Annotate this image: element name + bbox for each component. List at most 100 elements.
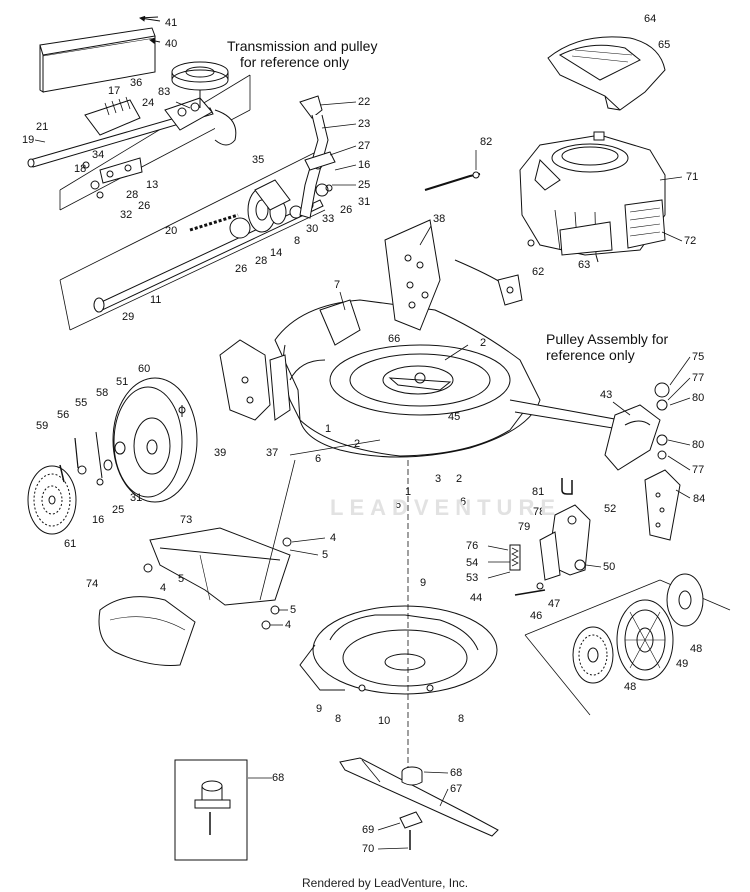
callout-28b: 28 bbox=[255, 255, 267, 267]
callout-74: 74 bbox=[86, 578, 98, 590]
callout-1a: 1 bbox=[325, 423, 331, 435]
callout-73: 73 bbox=[180, 514, 192, 526]
callout-75: 75 bbox=[692, 351, 704, 363]
rear-wheel-51 bbox=[103, 377, 198, 503]
control-bracket bbox=[497, 274, 523, 306]
callout-67: 67 bbox=[450, 783, 462, 795]
callout-27: 27 bbox=[358, 140, 370, 152]
bracket-84 bbox=[644, 469, 681, 541]
trim-strip-40 bbox=[39, 27, 156, 93]
callout-35: 35 bbox=[252, 154, 264, 166]
bolt-62 bbox=[527, 239, 535, 247]
callout-29: 29 bbox=[122, 311, 134, 323]
callout-8c: 8 bbox=[458, 713, 464, 725]
callout-5b: 5 bbox=[178, 573, 184, 585]
callout-6b: 6 bbox=[460, 496, 466, 508]
callout-6c: 6 bbox=[395, 499, 401, 511]
callout-80b: 80 bbox=[692, 439, 704, 451]
callout-83: 83 bbox=[158, 86, 170, 98]
callout-59: 59 bbox=[36, 420, 48, 432]
callout-50: 50 bbox=[603, 561, 615, 573]
callout-84: 84 bbox=[693, 493, 705, 505]
back-plate-38 bbox=[384, 219, 441, 331]
callout-51: 51 bbox=[116, 376, 128, 388]
cable-82 bbox=[424, 171, 481, 191]
footer-credit: Rendered by LeadVenture, Inc. bbox=[302, 876, 469, 890]
callout-82: 82 bbox=[480, 136, 492, 148]
callout-56: 56 bbox=[57, 409, 69, 421]
callout-26a: 26 bbox=[138, 200, 150, 212]
side-bracket-39 bbox=[219, 339, 271, 421]
callout-46: 46 bbox=[530, 610, 542, 622]
callout-2c: 2 bbox=[456, 473, 462, 485]
callout-1b: 1 bbox=[405, 486, 411, 498]
callout-13: 13 bbox=[146, 179, 158, 191]
pulley-caption-1: Pulley Assembly for bbox=[546, 331, 669, 347]
pulley-caption-2: reference only bbox=[546, 347, 635, 363]
callout-30: 30 bbox=[306, 223, 318, 235]
watermark: LEADVENTURE bbox=[330, 495, 562, 520]
callout-17: 17 bbox=[108, 85, 120, 97]
callout-5c: 5 bbox=[290, 604, 296, 616]
chute-hardware bbox=[143, 537, 292, 630]
callout-38: 38 bbox=[433, 213, 445, 225]
callout-9a: 9 bbox=[420, 577, 426, 589]
callout-79: 79 bbox=[518, 521, 530, 533]
callout-14: 14 bbox=[270, 247, 282, 259]
callout-24: 24 bbox=[142, 97, 154, 109]
callout-11: 11 bbox=[150, 294, 161, 306]
callout-26b: 26 bbox=[340, 204, 352, 216]
callout-5a: 5 bbox=[322, 549, 328, 561]
callout-25b: 25 bbox=[112, 504, 124, 516]
deck-7 bbox=[269, 299, 541, 458]
callout-31a: 31 bbox=[358, 196, 370, 208]
callout-8b: 8 bbox=[335, 713, 341, 725]
callout-4c: 4 bbox=[285, 619, 291, 631]
callout-68b: 68 bbox=[450, 767, 462, 779]
callout-18: 18 bbox=[74, 163, 86, 175]
engine-71 bbox=[519, 131, 666, 263]
callout-60: 60 bbox=[138, 363, 150, 375]
wheel-hardware-left bbox=[59, 405, 186, 486]
callout-53: 53 bbox=[466, 572, 478, 584]
callout-80a: 80 bbox=[692, 392, 704, 404]
chute-73 bbox=[149, 527, 291, 606]
callout-9b: 9 bbox=[316, 703, 322, 715]
callout-47: 47 bbox=[548, 598, 560, 610]
engine-cover-65 bbox=[547, 36, 666, 111]
callout-65: 65 bbox=[658, 39, 670, 51]
transmission-caption-2: for reference only bbox=[240, 54, 349, 70]
callout-76: 76 bbox=[466, 540, 478, 552]
callout-36: 36 bbox=[130, 77, 142, 89]
callout-66: 66 bbox=[388, 333, 400, 345]
callout-63: 63 bbox=[578, 259, 590, 271]
hubcap-48-lower bbox=[572, 626, 614, 684]
callout-39: 39 bbox=[214, 447, 226, 459]
callout-78: 78 bbox=[533, 506, 545, 518]
transmission-housing bbox=[84, 61, 237, 146]
callout-70: 70 bbox=[362, 843, 374, 855]
callout-31b: 31 bbox=[130, 492, 142, 504]
callout-77a: 77 bbox=[692, 372, 704, 384]
callout-34: 34 bbox=[92, 149, 104, 161]
height-adjuster bbox=[509, 478, 591, 596]
callout-25a: 25 bbox=[358, 179, 370, 191]
callout-62: 62 bbox=[532, 266, 544, 278]
callout-64: 64 bbox=[644, 13, 656, 25]
callout-81: 81 bbox=[532, 486, 544, 498]
callout-16a: 16 bbox=[358, 159, 370, 171]
callout-32: 32 bbox=[120, 209, 132, 221]
blade-67 bbox=[339, 757, 499, 850]
callout-21: 21 bbox=[36, 121, 48, 133]
callout-71: 71 bbox=[686, 171, 698, 183]
callout-48a: 48 bbox=[690, 643, 702, 655]
bracket-13 bbox=[82, 157, 143, 199]
callout-26c: 26 bbox=[235, 263, 247, 275]
callout-3: 3 bbox=[435, 473, 441, 485]
callout-55: 55 bbox=[75, 397, 87, 409]
callout-33: 33 bbox=[322, 213, 334, 225]
callout-20: 20 bbox=[165, 225, 177, 237]
callout-10: 10 bbox=[378, 715, 390, 727]
callout-7: 7 bbox=[334, 279, 340, 291]
callout-72: 72 bbox=[684, 235, 696, 247]
